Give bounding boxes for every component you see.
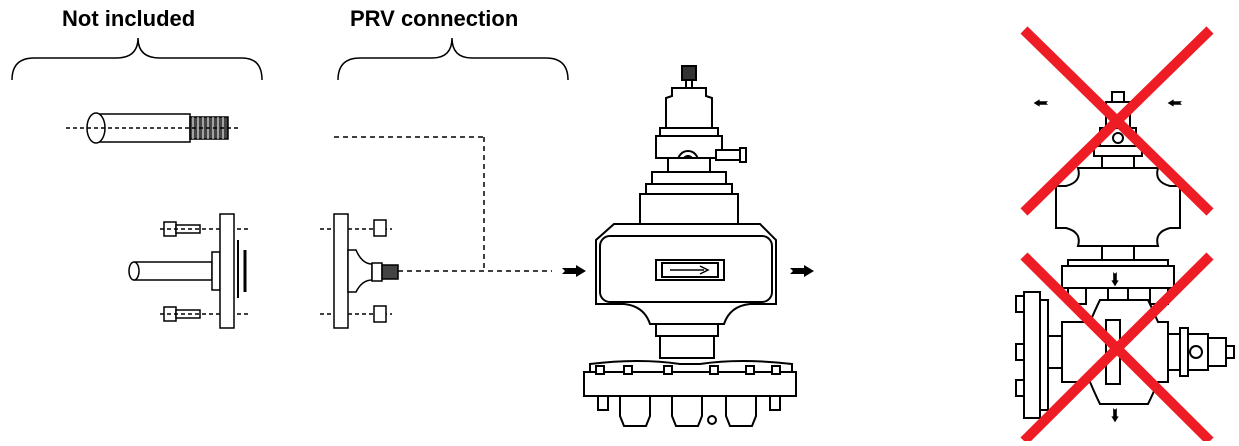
- outlet-flow-arrow: [790, 265, 814, 277]
- inlet-flow-arrow: [562, 265, 586, 277]
- prv-connection-bracket: [337, 37, 569, 81]
- incorrect-2-arrow-down-bottom: [1111, 408, 1119, 423]
- connection-path: [334, 136, 552, 272]
- incorrect-2-red-cross: [1020, 252, 1214, 445]
- incorrect-1-arrow-left: [1033, 99, 1048, 107]
- not-included-bracket: [11, 37, 263, 81]
- incorrect-1-red-cross: [1020, 26, 1214, 216]
- incorrect-1-arrow-right: [1167, 99, 1182, 107]
- prv-connection-label: PRV connection: [350, 6, 519, 31]
- prv-flange-fitting: [320, 213, 399, 329]
- main-valve: [583, 65, 797, 427]
- not-included-label: Not included: [62, 6, 196, 31]
- threaded-pipe: [66, 112, 240, 144]
- flanged-pipe: [128, 213, 250, 329]
